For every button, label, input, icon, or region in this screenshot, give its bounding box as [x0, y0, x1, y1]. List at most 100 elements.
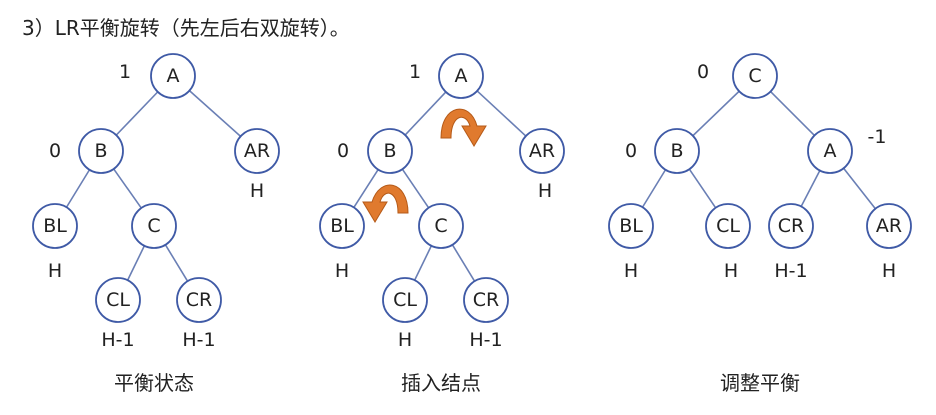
node-label: CR [473, 289, 499, 311]
node-label: CL [716, 215, 740, 237]
node-circle [654, 128, 700, 174]
node-label: BL [619, 215, 643, 237]
heading: 3）LR平衡旋转（先左后右双旋转）。 [22, 16, 350, 40]
balance-factor-c: 0 [697, 61, 709, 83]
edge-A-AR [842, 167, 877, 210]
rotate-counterclockwise-arrow-icon [362, 184, 409, 223]
node-c: C [418, 203, 464, 249]
node-label: B [670, 140, 683, 162]
node-label: CR [778, 215, 804, 237]
node-circle [32, 203, 78, 249]
node-circle [234, 128, 280, 174]
edge-C-CL [126, 245, 146, 281]
node-label: B [383, 140, 396, 162]
tree-2: A B AR BL C CL CR 1 0H H H H-1 插入结点 [319, 53, 565, 395]
node-label: A [824, 140, 837, 162]
edge-C-CL [413, 245, 433, 281]
height-cl: H-1 [101, 329, 134, 351]
node-c: C [732, 53, 778, 99]
tree-caption: 平衡状态 [114, 371, 194, 395]
edge-B-C [113, 168, 142, 209]
balance-factor-b: 0 [49, 140, 61, 162]
balance-factor-b: 0 [337, 140, 349, 162]
node-ar: AR [866, 203, 912, 249]
height-bl: H [48, 260, 62, 282]
node-label: B [94, 140, 107, 162]
balance-factor-b: 0 [625, 140, 637, 162]
node-label: BL [330, 215, 354, 237]
node-bl: BL [319, 203, 365, 249]
node-circle [95, 277, 141, 323]
node-circle [807, 128, 853, 174]
node-circle [519, 128, 565, 174]
node-circle [319, 203, 365, 249]
node-label: CL [106, 289, 130, 311]
node-circle [367, 128, 413, 174]
height-cr: H-1 [774, 260, 807, 282]
balance-factor-a: 1 [409, 61, 421, 83]
edge-B-CL [688, 168, 717, 209]
edge-A-AR [476, 90, 527, 137]
node-b: B [78, 128, 124, 174]
node-a: A [150, 53, 196, 99]
node-circle [150, 53, 196, 99]
node-circle [705, 203, 751, 249]
node-circle [382, 277, 428, 323]
height-cr: H-1 [182, 329, 215, 351]
node-cl: CL [95, 277, 141, 323]
edge-B-BL [353, 169, 379, 208]
node-label: BL [43, 215, 67, 237]
node-cr: CR [176, 277, 222, 323]
edge-A-B [404, 91, 447, 136]
height-ar: H [250, 180, 264, 202]
node-c: C [131, 203, 177, 249]
height-cr: H-1 [469, 329, 502, 351]
height-cl: H [398, 329, 412, 351]
node-circle [866, 203, 912, 249]
node-ar: AR [234, 128, 280, 174]
edge-C-A [769, 90, 816, 137]
tree-caption: 插入结点 [401, 371, 481, 395]
balance-factor-a: 1 [119, 61, 131, 83]
node-label: C [434, 215, 447, 237]
node-label: A [167, 65, 180, 87]
node-bl: BL [32, 203, 78, 249]
node-a: A [438, 53, 484, 99]
node-cl: CL [382, 277, 428, 323]
node-label: C [147, 215, 160, 237]
edge-B-C [401, 168, 430, 209]
edge-B-BL [65, 169, 91, 208]
height-cl: H [724, 260, 738, 282]
node-label: C [748, 65, 761, 87]
height-bl: H [335, 260, 349, 282]
node-circle [78, 128, 124, 174]
height-ar: H [538, 180, 552, 202]
tree-1: A B AR BL C CL CR 1 0H H H-1 H-1 平衡状态 [32, 53, 280, 395]
node-b: B [654, 128, 700, 174]
node-label: CL [393, 289, 417, 311]
node-circle [463, 277, 509, 323]
node-ar: AR [519, 128, 565, 174]
node-cl: CL [705, 203, 751, 249]
node-circle [418, 203, 464, 249]
node-circle [438, 53, 484, 99]
node-cr: CR [768, 203, 814, 249]
edge-B-BL [641, 169, 667, 208]
edge-C-CR [164, 244, 189, 282]
node-label: A [455, 65, 468, 87]
node-bl: BL [608, 203, 654, 249]
edge-A-CR [800, 170, 821, 207]
edge-A-B [115, 91, 159, 136]
node-label: AR [876, 215, 902, 237]
edge-A-AR [188, 90, 242, 137]
height-ar: H [882, 260, 896, 282]
node-circle [732, 53, 778, 99]
node-a: A [807, 128, 853, 174]
node-circle [768, 203, 814, 249]
edge-C-CR [451, 244, 476, 282]
node-circle [608, 203, 654, 249]
balance-factor-a: -1 [868, 126, 887, 148]
height-bl: H [624, 260, 638, 282]
